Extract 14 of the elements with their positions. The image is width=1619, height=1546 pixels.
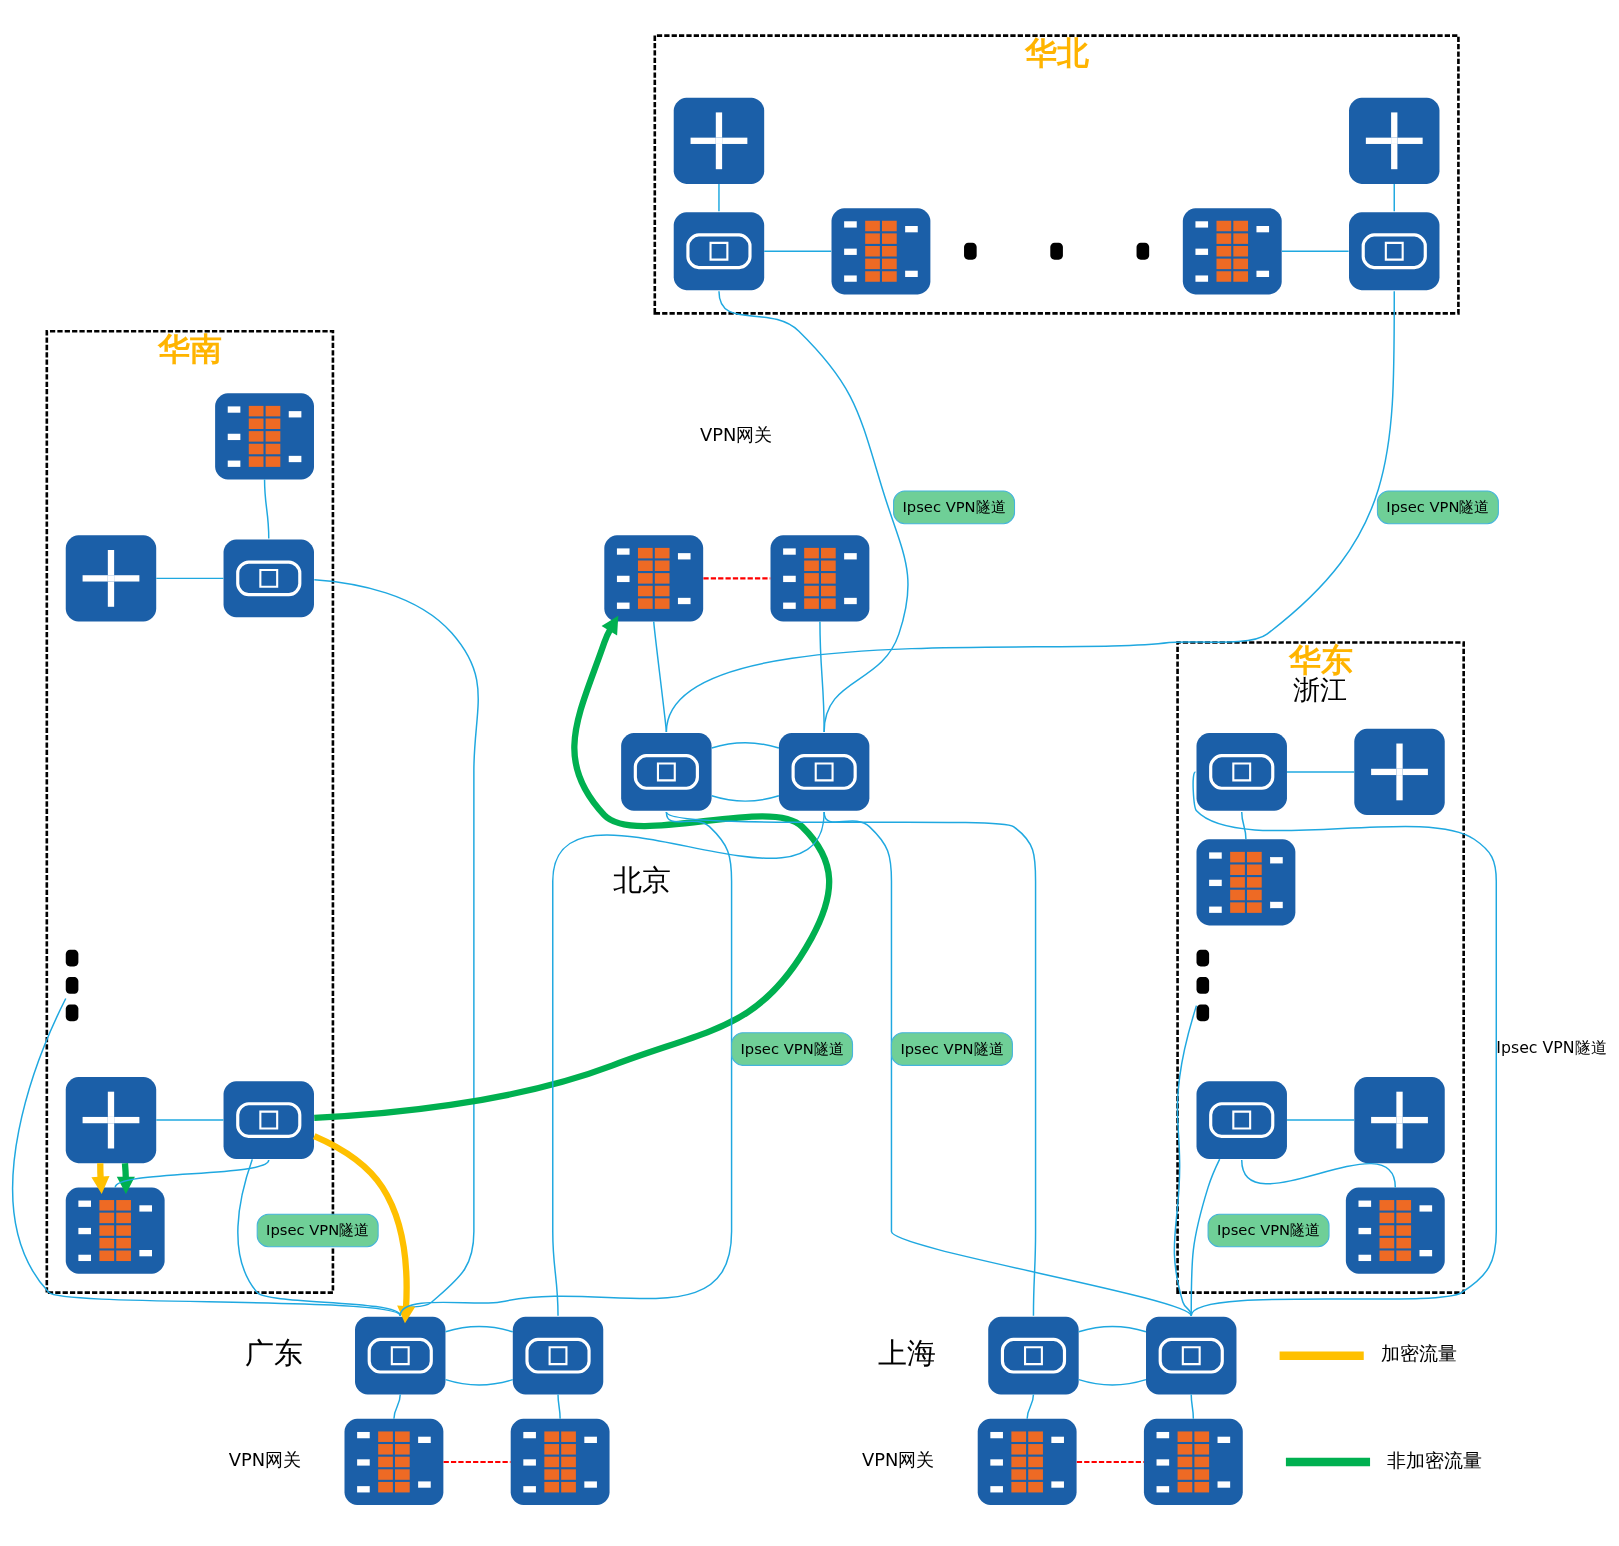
edge-label: Ipsec VPN隧道 [1496, 1037, 1607, 1057]
label: VPN网关 [862, 1448, 935, 1470]
edge-label: Ipsec VPN隧道 [902, 497, 1006, 515]
label: 上海 [877, 1335, 936, 1370]
label: VPN网关 [700, 423, 773, 445]
label: 北京 [612, 862, 671, 897]
edge-label: Ipsec VPN隧道 [900, 1039, 1004, 1056]
label: VPN网关 [228, 1448, 302, 1470]
edge-label: Ipsec VPN隧道 [1217, 1220, 1321, 1238]
edge-label: Ipsec VPN隧道 [740, 1039, 844, 1056]
legend-label: 非加密流量 [1386, 1448, 1482, 1471]
edge-label: Ipsec VPN隧道 [1386, 497, 1490, 515]
label: 广东 [244, 1335, 303, 1370]
legend-label: 加密流量 [1380, 1341, 1457, 1364]
